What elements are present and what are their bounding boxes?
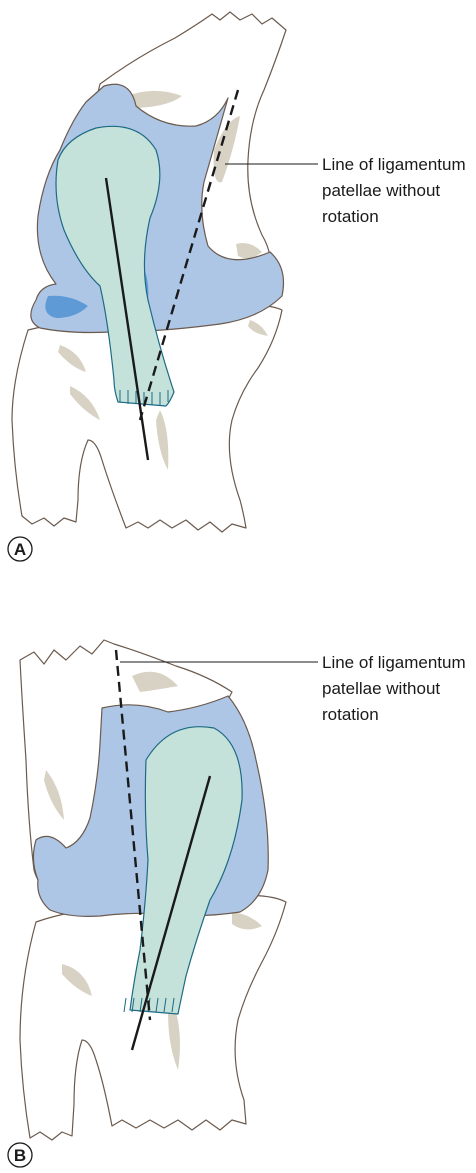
- panel-b-marker-text: B: [14, 1146, 26, 1165]
- panel-a-marker-text: A: [14, 540, 26, 559]
- panel-a: Line of ligamentum patellae without rota…: [8, 12, 470, 561]
- panel-b-label: Line of ligamentum patellae without rota…: [322, 653, 470, 724]
- panel-a-marker: A: [8, 537, 32, 561]
- panel-b-marker: B: [8, 1143, 32, 1167]
- panel-a-label: Line of ligamentum patellae without rota…: [322, 155, 470, 226]
- panel-b: Line of ligamentum patellae without rota…: [8, 640, 470, 1167]
